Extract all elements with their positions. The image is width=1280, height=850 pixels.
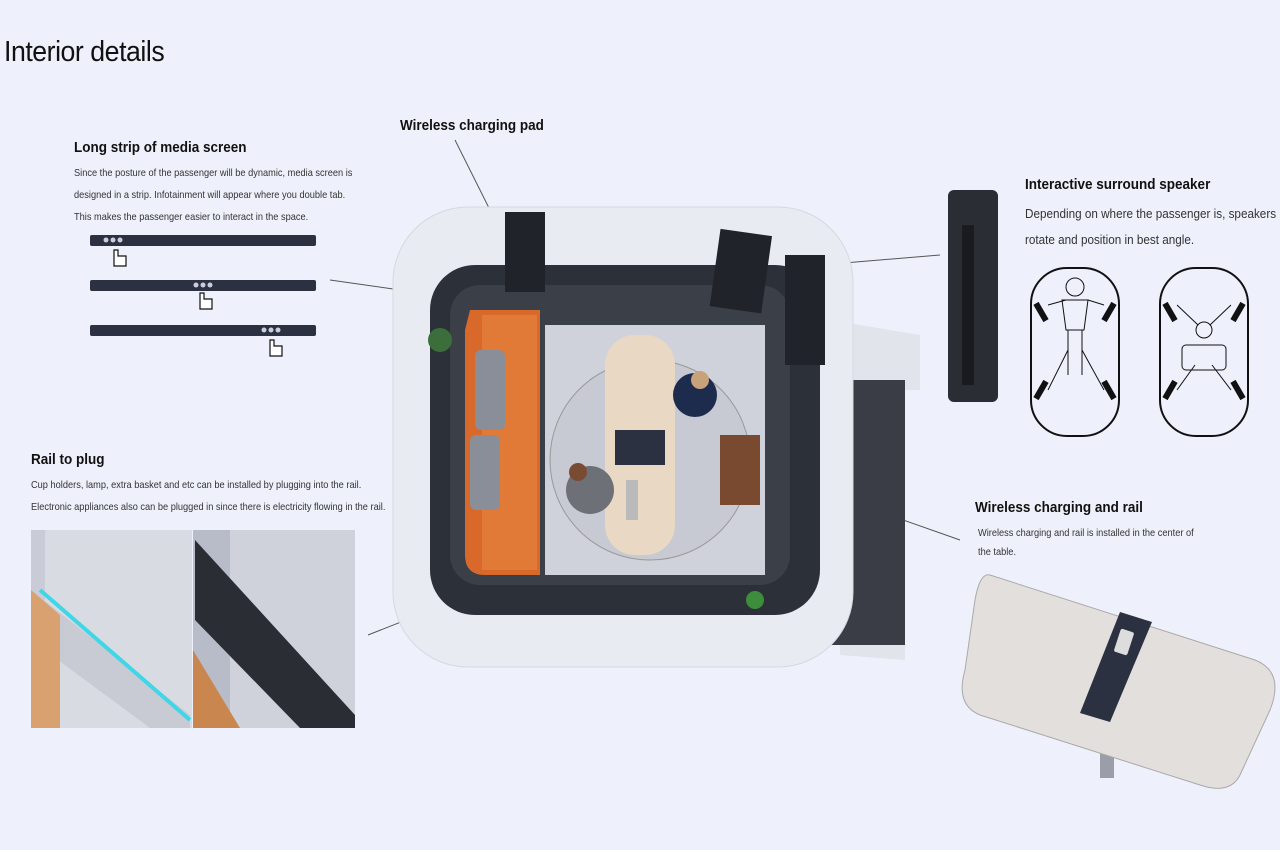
charging-rail-heading: Wireless charging and rail — [975, 499, 1143, 516]
speaker-text: Depending on where the passenger is, spe… — [1025, 201, 1280, 253]
text-line: Depending on where the passenger is, spe… — [1025, 206, 1277, 221]
text-line: rotate and position in best angle. — [1025, 232, 1195, 247]
media-screen-heading: Long strip of media screen — [74, 139, 247, 156]
text-line: Wireless charging and rail is installed … — [978, 527, 1194, 539]
speaker-markers — [1033, 301, 1246, 401]
wireless-pad-heading: Wireless charging pad — [400, 117, 544, 134]
rail-plug-heading: Rail to plug — [31, 451, 105, 468]
text-line: Since the posture of the passenger will … — [74, 167, 353, 179]
leader-lines — [329, 139, 961, 636]
text-line: This makes the passenger easier to inter… — [74, 211, 309, 223]
speaker-heading: Interactive surround speaker — [1025, 176, 1211, 193]
page-title: Interior details — [4, 36, 165, 68]
text-line: the table. — [978, 546, 1017, 558]
text-line: Cup holders, lamp, extra basket and etc … — [31, 479, 362, 491]
rail-photos — [31, 530, 355, 728]
media-strip-illustration — [90, 235, 316, 357]
rail-plug-text: Cup holders, lamp, extra basket and etc … — [31, 474, 434, 518]
cabin-top-view — [392, 206, 920, 668]
media-screen-text: Since the posture of the passenger will … — [74, 162, 390, 228]
table-illustration — [961, 574, 1276, 789]
charging-rail-text: Wireless charging and rail is installed … — [978, 524, 1223, 562]
text-line: designed in a strip. Infotainment will a… — [74, 189, 346, 201]
speaker-illustration — [948, 190, 998, 402]
text-line: Electronic appliances also can be plugge… — [31, 501, 386, 513]
speaker-diagrams — [1030, 267, 1249, 437]
